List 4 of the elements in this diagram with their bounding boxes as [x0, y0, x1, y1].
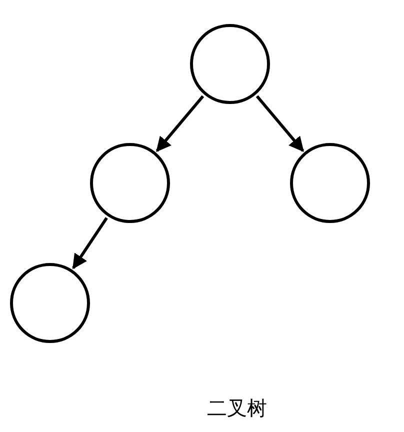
- arrow: [256, 95, 304, 152]
- caption: 二叉树: [206, 395, 268, 422]
- arrow: [156, 95, 204, 152]
- arrow: [72, 217, 108, 270]
